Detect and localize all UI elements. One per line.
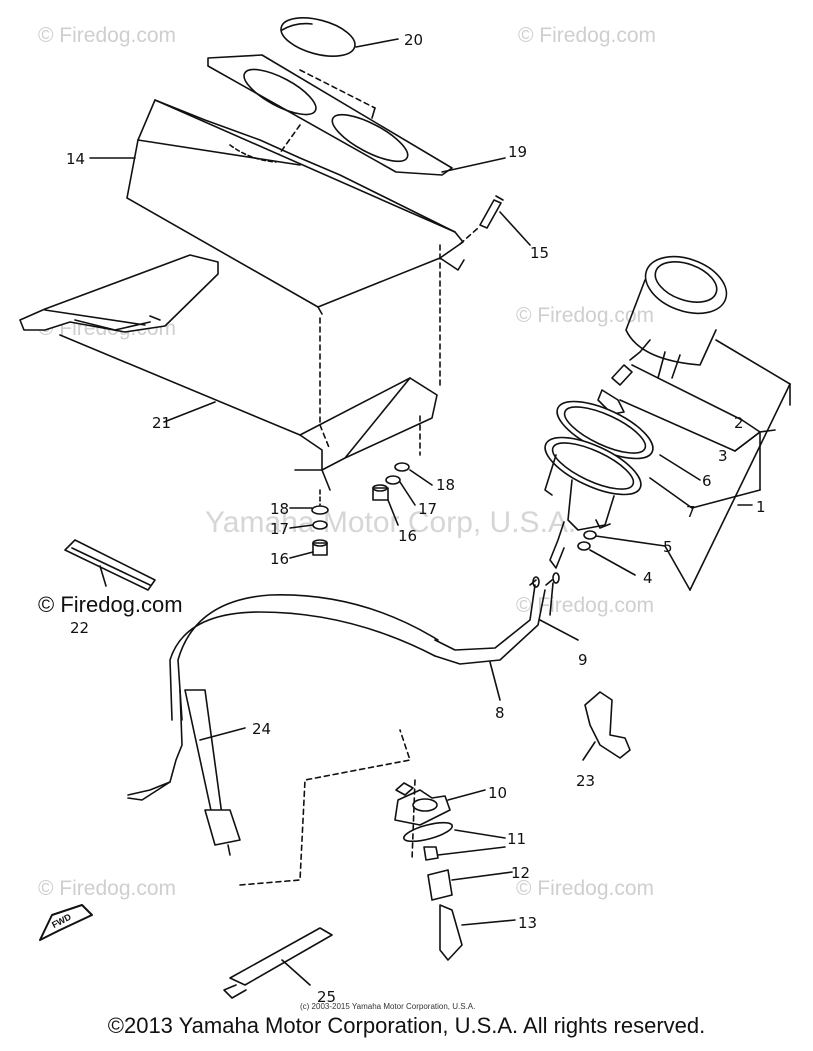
watermark-top-left: © Firedog.com: [38, 24, 176, 47]
callout-19: 19: [508, 143, 527, 161]
callout-10: 10: [488, 784, 507, 802]
watermark-lower-right: © Firedog.com: [516, 594, 654, 617]
bulb-socket-part: [597, 364, 743, 452]
cable-clip-part: [582, 691, 631, 761]
meter-bracket-part: [19, 244, 441, 491]
callout-20: 20: [404, 31, 423, 49]
lens-cap-part: [280, 17, 399, 57]
speedometer-cable-part: [127, 689, 411, 886]
meter-cable-part: [169, 572, 579, 721]
speedometer-part: [625, 255, 791, 385]
callout-24: 24: [252, 720, 271, 738]
callout-4: 4: [643, 569, 653, 587]
callout-23: 23: [576, 772, 595, 790]
callout-6: 6: [702, 472, 712, 490]
callout-7: 7: [686, 503, 696, 521]
callout-5: 5: [663, 538, 673, 556]
assembly-bracket-1: [664, 383, 791, 591]
watermark-top-right: © Firedog.com: [518, 24, 656, 47]
fine-print: (c) 2003-2015 Yamaha Motor Corporation, …: [300, 1002, 475, 1011]
callout-17-left: 17: [270, 520, 289, 538]
part-callouts: 20 19 14 15 21 18 17 16 18 17 16 2 3 6 1…: [66, 31, 766, 1006]
callout-9: 9: [578, 651, 588, 669]
meter-case-part: [544, 400, 701, 569]
callout-2: 2: [734, 414, 744, 432]
callout-18-left: 18: [270, 500, 289, 518]
watermark-prominent: © Firedog.com: [38, 592, 183, 617]
callout-15: 15: [530, 244, 549, 262]
watermark-bottom-left: © Firedog.com: [38, 877, 176, 900]
nut-washer-part: [577, 530, 666, 576]
meter-drive-part: [394, 779, 516, 961]
callout-11: 11: [507, 830, 526, 848]
callout-14: 14: [66, 150, 85, 168]
meter-gasket-part: [207, 54, 506, 176]
callout-17-right: 17: [418, 500, 437, 518]
callout-13: 13: [518, 914, 537, 932]
callout-12: 12: [511, 864, 530, 882]
callout-16-right: 16: [398, 527, 417, 545]
screw-part: [459, 195, 531, 246]
band-part: [223, 927, 333, 999]
meter-cover-part: [89, 99, 465, 315]
hardware-stack-right: [372, 462, 433, 526]
callout-1: 1: [756, 498, 766, 516]
callout-16-left: 16: [270, 550, 289, 568]
callout-18-right: 18: [436, 476, 455, 494]
watermark-center: Yamaha Motor Corp, U.S.A.: [205, 506, 576, 539]
callout-25: 25: [317, 988, 336, 1006]
hardware-stack-left: [289, 489, 329, 559]
callout-8: 8: [495, 704, 505, 722]
watermark-bottom-right: © Firedog.com: [516, 877, 654, 900]
fwd-arrow: [39, 904, 93, 941]
callout-21: 21: [152, 414, 171, 432]
callout-22: 22: [70, 619, 89, 637]
watermark-mid-right: © Firedog.com: [516, 304, 654, 327]
strap-part: [64, 539, 156, 591]
copyright-footer: ©2013 Yamaha Motor Corporation, U.S.A. A…: [107, 1013, 706, 1038]
callout-3: 3: [718, 447, 728, 465]
